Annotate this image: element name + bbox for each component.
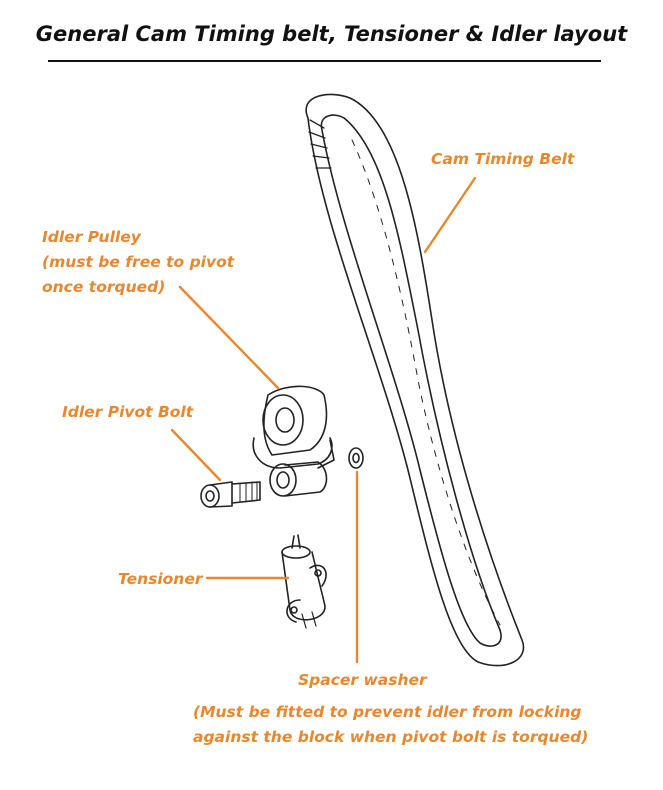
- label-spacer-note-1: (Must be fitted to prevent idler from lo…: [193, 703, 582, 721]
- leader-idler-pivot-bolt: [170, 428, 222, 482]
- page-title: General Cam Timing belt, Tensioner & Idl…: [35, 22, 628, 46]
- tensioner: [281, 534, 327, 629]
- label-idler-pulley-note-2: once torqued): [42, 278, 166, 296]
- spacer-washer: [348, 447, 364, 469]
- label-spacer-note-2: against the block when pivot bolt is tor…: [193, 728, 589, 746]
- label-cam-timing-belt: Cam Timing Belt: [431, 150, 575, 168]
- label-spacer-washer: Spacer washer: [298, 671, 427, 689]
- label-idler-pivot-bolt: Idler Pivot Bolt: [62, 403, 194, 421]
- idler-pulley: [252, 385, 335, 497]
- idler-pivot-bolt: [200, 481, 261, 508]
- leader-idler-pulley: [178, 285, 280, 390]
- cam-timing-belt: [305, 93, 525, 667]
- title-underline: [48, 60, 601, 62]
- label-tensioner: Tensioner: [118, 570, 203, 588]
- label-idler-pulley-note-1: (must be free to pivot: [42, 253, 235, 271]
- leader-cam-belt: [423, 176, 477, 254]
- label-idler-pulley: Idler Pulley: [42, 228, 141, 246]
